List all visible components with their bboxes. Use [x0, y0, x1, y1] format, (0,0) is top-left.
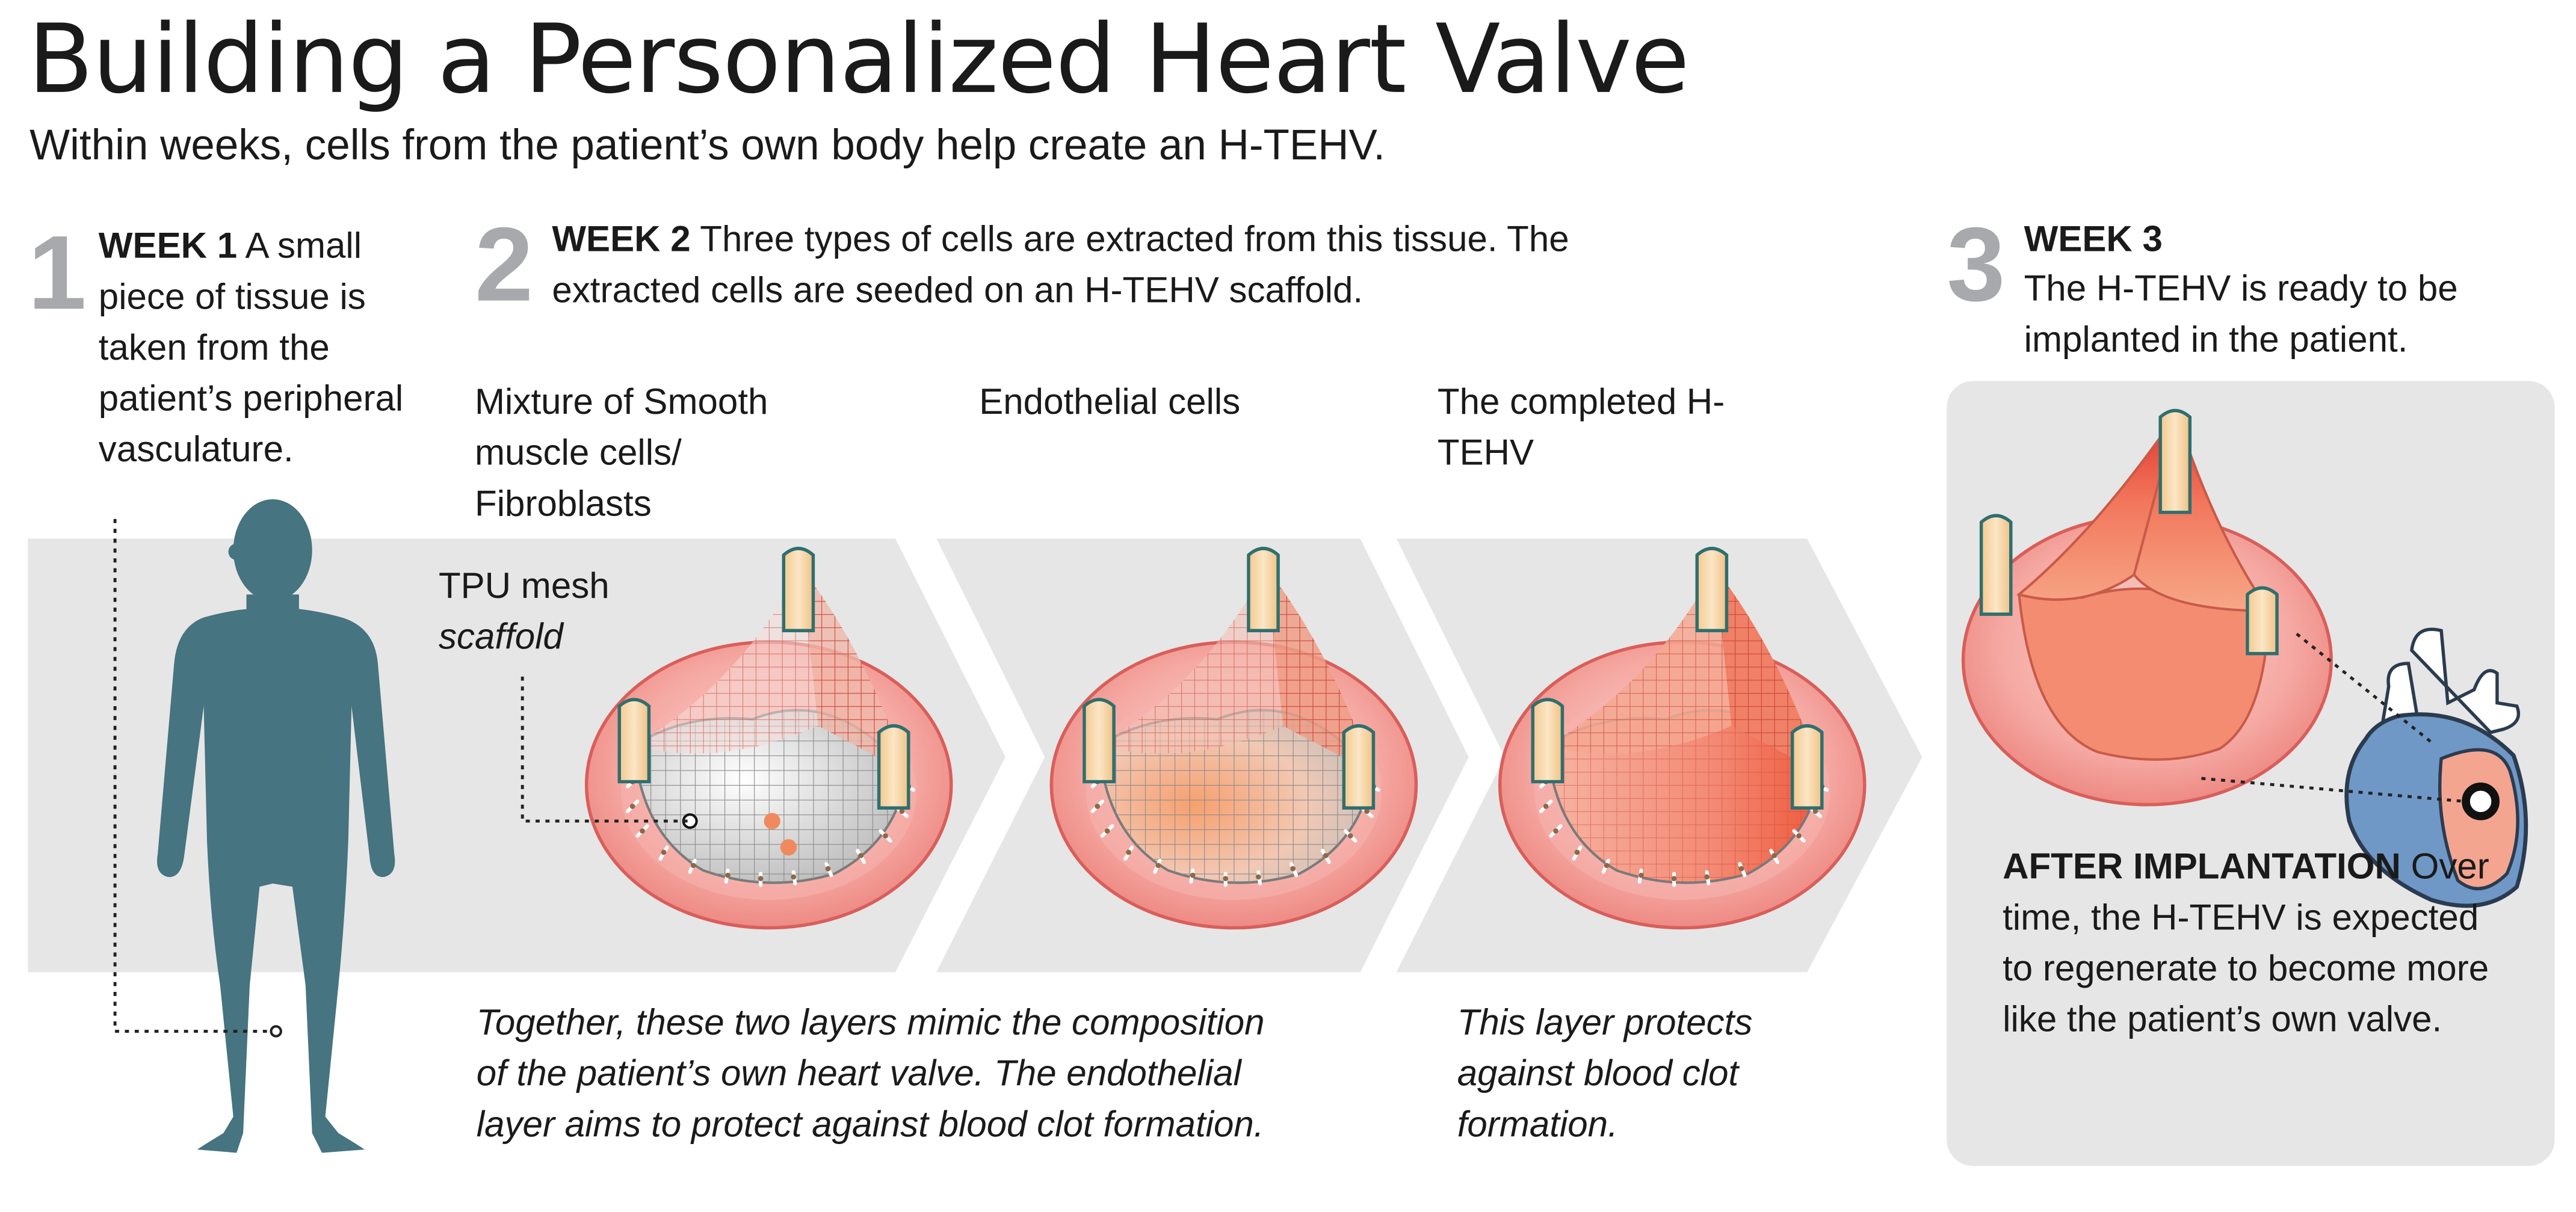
tissue-leader-line — [113, 518, 276, 1033]
label-smc-fibroblasts: Mixture of Smooth muscle cells/ Fibrobla… — [475, 381, 768, 524]
caption-two-layers: Together, these two layers mimic the com… — [476, 1001, 1265, 1145]
tpu-mesh-line2: scaffold — [438, 615, 563, 657]
after-implantation-text: AFTER IMPLANTATION Over time, the H-TEHV… — [2003, 841, 2495, 1045]
step-1-text: WEEK 1 A small piece of tissue is taken … — [99, 220, 419, 475]
page-subtitle: Within weeks, cells from the patient’s o… — [29, 120, 1386, 170]
step-3-heading: WEEK 3 — [2024, 218, 2163, 260]
label-completed: The completed H-TEHV — [1437, 381, 1725, 473]
step-1-description: A small piece of tissue is taken from th… — [98, 225, 404, 470]
step-3-description: The H-TEHV is ready to be implanted in t… — [2024, 268, 2458, 360]
heart-icon — [2344, 627, 2528, 908]
label-endothelial: Endothelial cells — [979, 381, 1241, 422]
valve-endothelial — [1051, 549, 1416, 928]
valve-completed — [1500, 549, 1865, 928]
label-tpu-mesh: TPU mesh scaffold — [439, 560, 610, 662]
step-2-description: Three types of cells are extracted from … — [552, 218, 1569, 311]
valve-implant-ready — [1961, 408, 2333, 807]
caption-this-layer: This layer protects against blood clot f… — [1457, 1001, 1753, 1145]
human-figure — [157, 499, 395, 1153]
after-description: Over time, the H-TEHV is expected to reg… — [2003, 846, 2489, 1040]
tpu-mesh-line1: TPU mesh — [438, 565, 610, 606]
step-2-number: 2 — [475, 205, 534, 324]
step-1-number: 1 — [28, 213, 87, 332]
valve-scaffold — [587, 549, 951, 928]
after-heading: AFTER IMPLANTATION — [2003, 846, 2401, 887]
step-2-heading: WEEK 2 — [552, 218, 691, 260]
step-1-heading: WEEK 1 — [98, 225, 238, 266]
step-3-number: 3 — [1947, 205, 2006, 324]
page-title: Building a Personalized Heart Valve — [28, 3, 1689, 115]
step-2-text: WEEK 2 Three types of cells are extracte… — [552, 214, 1669, 315]
